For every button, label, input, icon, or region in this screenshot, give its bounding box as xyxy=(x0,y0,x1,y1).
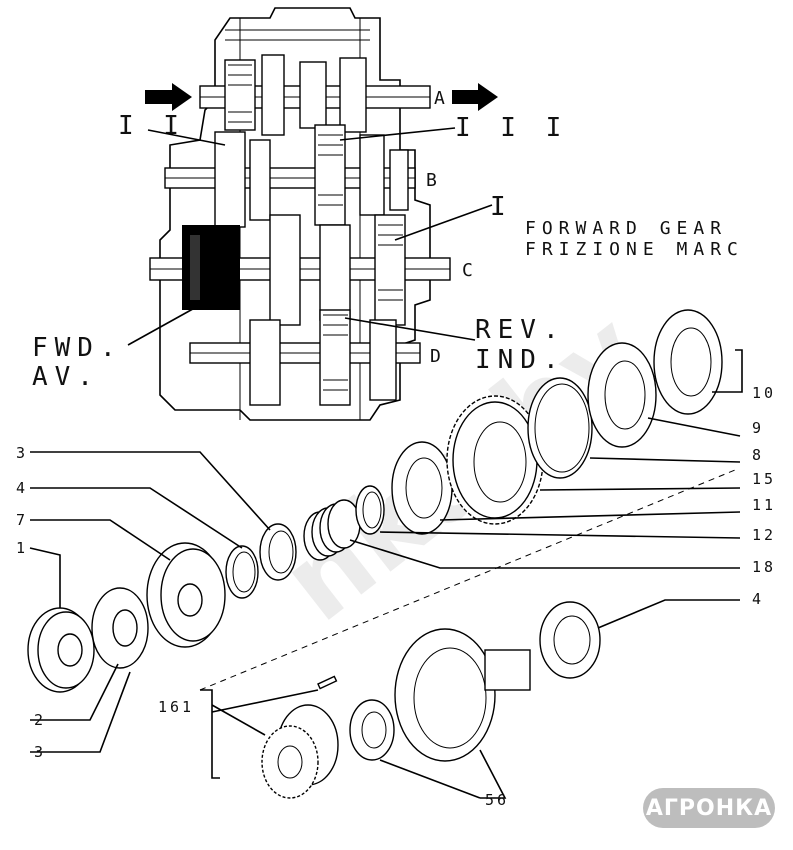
forward-gear-en: FORWARD GEAR xyxy=(525,218,727,239)
callout-3a: 3 xyxy=(16,444,28,462)
part-12-ring xyxy=(355,485,385,535)
av-label: AV. xyxy=(32,362,100,392)
gear-label-ii: I I xyxy=(118,111,186,141)
ind-label: IND. xyxy=(475,345,566,375)
shaft-label-b: B xyxy=(426,170,443,191)
shaft-label-d: D xyxy=(430,346,447,367)
part-3-seal xyxy=(259,523,297,581)
output-arrow xyxy=(452,83,498,111)
callout-3b: 3 xyxy=(34,743,46,761)
part-18-spring xyxy=(303,499,361,561)
callout-15: 15 xyxy=(752,470,776,488)
callout-1: 1 xyxy=(16,539,28,557)
gear-hatching xyxy=(228,64,403,391)
agronka-logo: АГРОНКА xyxy=(643,788,775,828)
part-1-hub xyxy=(27,607,95,693)
callout-4b: 4 xyxy=(752,590,764,608)
pin xyxy=(317,675,338,690)
callout-161: 161 xyxy=(158,698,194,716)
forward-gear-it: FRIZIONE MARC xyxy=(525,239,744,260)
shaft-label-c: C xyxy=(462,260,479,281)
callout-56: 56 xyxy=(485,791,509,809)
shaft-label-a: A xyxy=(434,88,451,109)
part-4-snap-ring xyxy=(225,545,259,599)
part-161-gear xyxy=(261,704,339,799)
fwd-label: FWD. xyxy=(32,333,123,363)
part-7-piston xyxy=(146,542,226,648)
transmission-assembly xyxy=(145,7,498,421)
callout-9: 9 xyxy=(752,419,764,437)
callouts: 3 4 7 1 2 3 10 9 8 15 11 12 18 4 161 56 xyxy=(16,384,776,809)
callout-12: 12 xyxy=(752,526,776,544)
part-6-carrier xyxy=(394,628,531,762)
callout-4a: 4 xyxy=(16,479,28,497)
gear-label-i: I xyxy=(490,192,513,222)
callout-2: 2 xyxy=(34,711,46,729)
callout-7: 7 xyxy=(16,511,28,529)
part-2-washer xyxy=(91,587,149,669)
part-8-plate xyxy=(527,377,593,479)
part-4-bearing xyxy=(539,601,601,679)
callout-11: 11 xyxy=(752,496,776,514)
gear-packs xyxy=(214,54,409,406)
leader-lines xyxy=(29,349,743,799)
callout-8: 8 xyxy=(752,446,764,464)
rev-label: REV. xyxy=(475,315,566,345)
input-arrow xyxy=(145,83,192,111)
part-9-disc xyxy=(587,342,657,448)
part-10-disc xyxy=(653,309,723,415)
gear-label-iii: I I I xyxy=(455,113,568,143)
part-5-bearing xyxy=(349,699,395,761)
callout-18: 18 xyxy=(752,558,776,576)
callout-10: 10 xyxy=(752,384,776,402)
dashed-bracket xyxy=(199,469,736,691)
